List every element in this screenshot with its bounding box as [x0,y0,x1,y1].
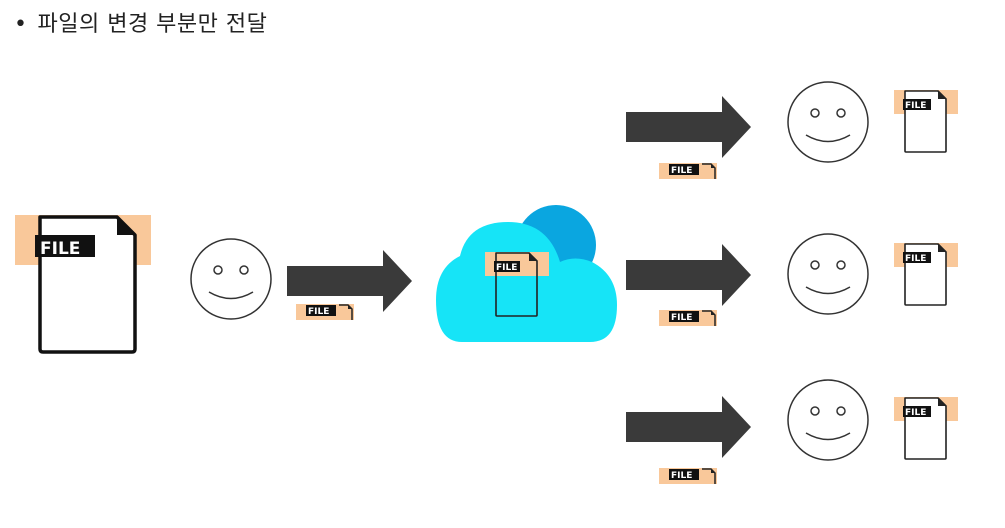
arrow-file-tag: FILE [658,162,718,180]
arrow-to-receiver-2-icon [626,244,751,306]
file-label: FILE [905,254,926,264]
sender-smiley-face-icon [190,238,272,320]
file-label: FILE [40,239,80,259]
file-label: FILE [671,471,692,481]
cloud-file-icon: FILE [485,252,549,317]
arrow-file-tag: FILE [295,303,355,321]
receiver-2-smiley-face-icon [787,233,869,315]
arrow-file-tag: FILE [658,309,718,327]
receiver-2-file-icon: FILE [893,242,959,306]
file-label: FILE [308,307,329,317]
file-label: FILE [671,313,692,323]
receiver-1-file-icon: FILE [893,89,959,153]
arrow-to-receiver-1-icon [626,96,751,158]
arrow-to-receiver-3-icon [626,396,751,458]
bullet: • [14,12,28,37]
receiver-1-smiley-face-icon [787,81,869,163]
cloud-icon: FILE [436,205,617,342]
file-label: FILE [905,408,926,418]
arrow-to-cloud-icon [287,250,412,312]
title-text: 파일의 변경 부분만 전달 [37,12,268,37]
source-file-icon: FILE [13,213,153,354]
slide-title: • 파일의 변경 부분만 전달 [14,6,267,38]
file-label: FILE [496,263,517,273]
receiver-3-smiley-face-icon [787,379,869,461]
file-label: FILE [671,166,692,176]
receiver-3-file-icon: FILE [893,396,959,460]
arrow-file-tag: FILE [658,467,718,485]
file-label: FILE [905,101,926,111]
